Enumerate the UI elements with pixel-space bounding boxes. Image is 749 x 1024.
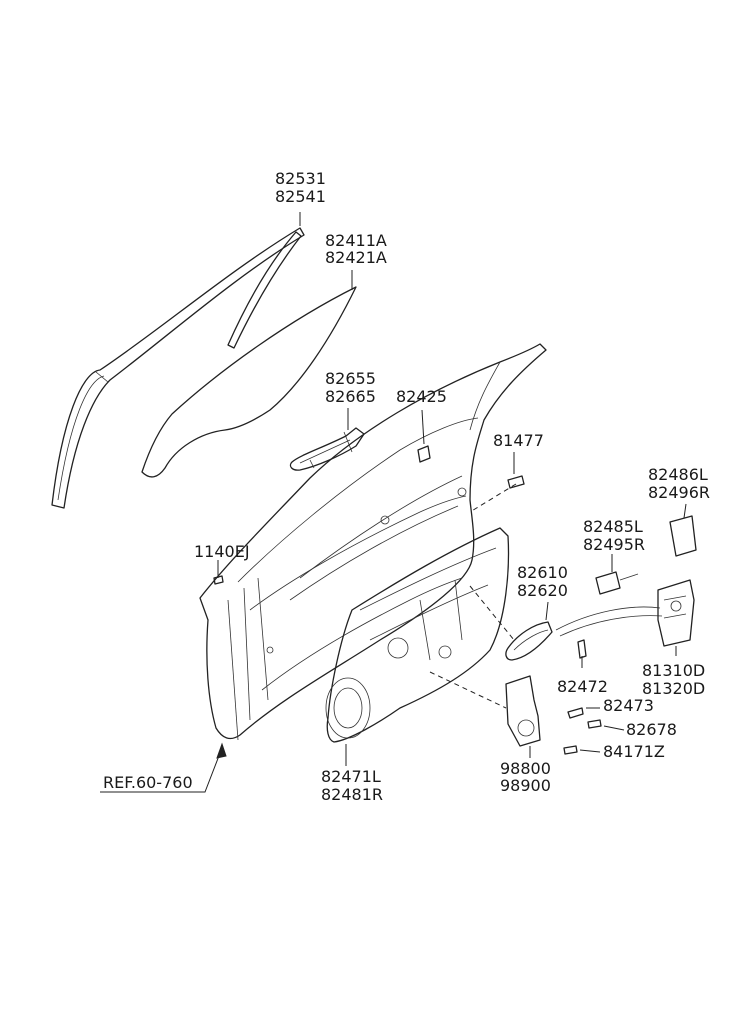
label-81320d: 81320D xyxy=(642,679,706,698)
door-module-panel xyxy=(325,527,510,743)
label-82411a: 82411A xyxy=(325,231,387,250)
label-82496r: 82496R xyxy=(648,483,711,502)
door-latch xyxy=(657,579,695,647)
label-82495r: 82495R xyxy=(583,535,646,554)
door-panel xyxy=(199,343,547,741)
label-82531: 82531 xyxy=(275,169,326,188)
label-82471l: 82471L xyxy=(321,767,381,786)
clip-82425 xyxy=(417,445,431,463)
label-82421a: 82421A xyxy=(325,248,387,267)
outside-handle xyxy=(289,427,365,471)
latch-cables xyxy=(555,606,663,637)
window-motor xyxy=(505,675,541,747)
label-82620: 82620 xyxy=(517,581,568,600)
label-82678: 82678 xyxy=(626,720,677,739)
label-82655: 82655 xyxy=(325,369,376,388)
label-ref-60-760: REF.60-760 xyxy=(103,773,193,792)
bolts xyxy=(213,475,602,755)
label-98900: 98900 xyxy=(500,776,551,795)
label-81310d: 81310D xyxy=(642,661,706,680)
label-82665: 82665 xyxy=(325,387,376,406)
label-84171z: 84171Z xyxy=(603,742,665,761)
label-82481r: 82481R xyxy=(321,785,384,804)
leader-lines xyxy=(100,212,687,793)
bracket-82486 xyxy=(669,515,697,557)
label-98800: 98800 xyxy=(500,759,551,778)
rod-82485 xyxy=(595,571,639,595)
inside-handle xyxy=(505,621,553,661)
label-82610: 82610 xyxy=(517,563,568,582)
glass-run-channel xyxy=(51,227,305,509)
label-81477: 81477 xyxy=(493,431,544,450)
label-82473: 82473 xyxy=(603,696,654,715)
door-glass xyxy=(141,286,357,478)
label-82486l: 82486L xyxy=(648,465,708,484)
label-1140ej: 1140EJ xyxy=(194,542,250,561)
label-82425: 82425 xyxy=(396,387,447,406)
label-82472: 82472 xyxy=(557,677,608,696)
label-82541: 82541 xyxy=(275,187,326,206)
assembly-lines xyxy=(429,483,517,709)
label-82485l: 82485L xyxy=(583,517,643,536)
